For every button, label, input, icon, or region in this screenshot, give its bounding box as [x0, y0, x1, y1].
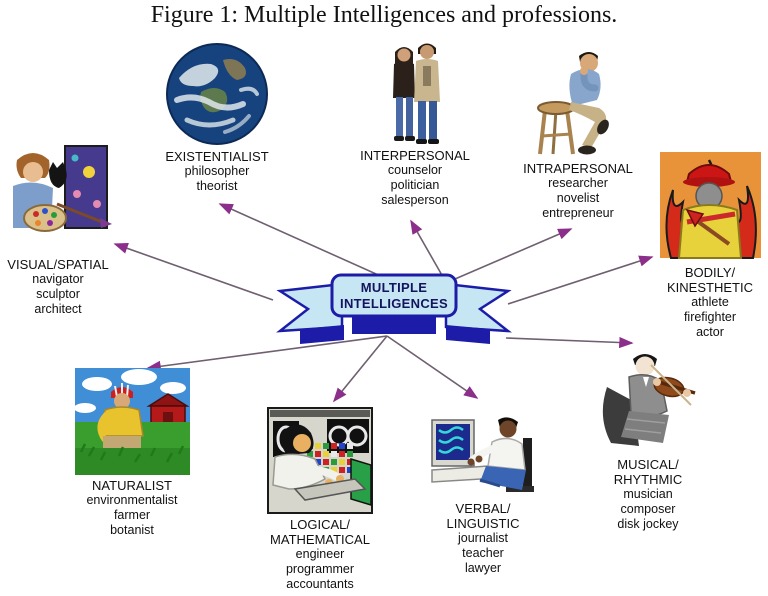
profession: musician — [623, 487, 673, 501]
node-naturalist: NATURALIST environmentalist farmer botan… — [62, 368, 202, 538]
node-title: MUSICAL/ — [617, 457, 679, 472]
earth-globe-image — [166, 43, 268, 145]
profession: counselor — [387, 163, 443, 177]
node-title: INTERPERSONAL — [360, 148, 470, 163]
node-visual-spatial: VISUAL/SPATIAL navigator sculptor archit… — [0, 142, 116, 317]
profession: architect — [34, 302, 82, 316]
node-title: VISUAL/SPATIAL — [7, 257, 109, 272]
node-title: LOGICAL/ — [290, 517, 350, 532]
firefighter-with-axe-image — [659, 152, 761, 259]
node-title: INTRAPERSONAL — [523, 161, 633, 176]
arrow-to-visual-spatial — [113, 242, 274, 301]
center-banner: MULTIPLE INTELLIGENCES — [276, 273, 512, 344]
node-title: MATHEMATICAL — [270, 532, 370, 547]
profession: programmer — [285, 562, 355, 576]
node-title: NATURALIST — [92, 478, 172, 493]
node-title: LINGUISTIC — [446, 516, 520, 531]
node-intrapersonal: INTRAPERSONAL researcher novelist entrep… — [503, 48, 653, 221]
profession: entrepreneur — [542, 206, 614, 220]
profession: salesperson — [381, 193, 449, 207]
arrow-to-bodily-kinesthetic — [507, 255, 654, 305]
node-bodily-kinesthetic: BODILY/ KINESTHETIC athlete firefighter … — [654, 152, 766, 340]
person-typing-at-computer-image — [430, 417, 534, 492]
arrow-to-logical-mathematical — [332, 335, 388, 403]
profession: actor — [696, 325, 724, 339]
painter-with-palette-image — [12, 145, 112, 232]
arrow-to-existentialist — [218, 203, 386, 279]
technician-at-control-panel-image — [267, 407, 373, 514]
arrow-to-naturalist — [146, 335, 388, 372]
node-title: BODILY/ — [684, 265, 736, 280]
profession: firefighter — [683, 310, 737, 324]
banner-label-line-1: MULTIPLE — [361, 280, 427, 295]
profession: farmer — [113, 508, 151, 522]
node-interpersonal: INTERPERSONAL counselor politician sales… — [345, 42, 485, 208]
profession: composer — [620, 502, 676, 516]
node-title: VERBAL/ — [455, 501, 511, 516]
profession: engineer — [295, 547, 345, 561]
profession: disk jockey — [617, 517, 679, 531]
node-musical-rhythmic: MUSICAL/ RHYTHMIC musician composer disk… — [583, 349, 713, 532]
profession: researcher — [548, 176, 608, 190]
node-existentialist: EXISTENTIALIST philosopher theorist — [147, 42, 287, 194]
profession: philosopher — [184, 164, 250, 178]
profession: accountants — [286, 577, 354, 591]
arrow-to-interpersonal — [410, 219, 444, 278]
standing-couple-image — [393, 43, 440, 144]
banner-label-line-2: INTELLIGENCES — [340, 296, 448, 311]
profession: journalist — [457, 531, 509, 545]
profession: athlete — [691, 295, 729, 309]
profession: environmentalist — [86, 493, 178, 507]
profession: lawyer — [464, 561, 502, 575]
profession: teacher — [462, 546, 504, 560]
arrow-to-intrapersonal — [454, 228, 573, 280]
node-logical-mathematical: LOGICAL/ MATHEMATICAL engineer programme… — [255, 407, 385, 592]
node-verbal-linguistic: VERBAL/ LINGUISTIC journalist teacher la… — [420, 416, 546, 576]
man-thinking-on-stool-image — [536, 52, 609, 155]
node-title: RHYTHMIC — [613, 472, 683, 487]
violinist-image — [602, 354, 696, 446]
profession: theorist — [196, 179, 238, 193]
profession: novelist — [556, 191, 600, 205]
node-title: KINESTHETIC — [667, 280, 753, 295]
profession: navigator — [32, 272, 84, 286]
arrow-to-musical-rhythmic — [505, 336, 634, 349]
node-title: EXISTENTIALIST — [165, 149, 269, 164]
arrow-to-verbal-linguistic — [386, 335, 479, 399]
profession: botanist — [110, 523, 154, 537]
figure-title: Figure 1: Multiple Intelligences and pro… — [150, 2, 618, 28]
profession: politician — [390, 178, 440, 192]
farmer-in-field-image — [74, 368, 190, 475]
profession: sculptor — [36, 287, 80, 301]
